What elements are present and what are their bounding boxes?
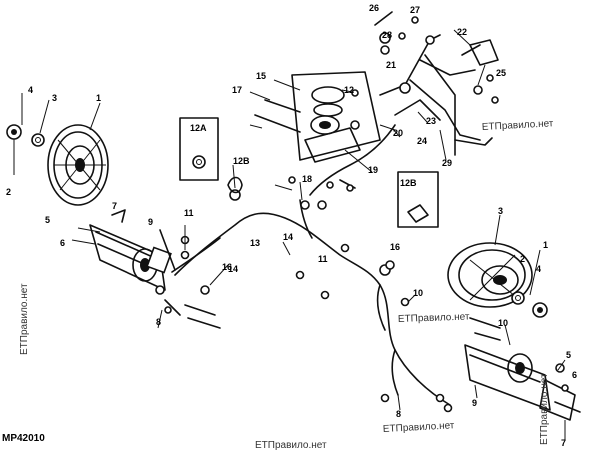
- callout: 9: [472, 398, 477, 408]
- watermark-bottom-left: ЕТПравило.нет: [255, 440, 327, 450]
- callout: 7: [112, 201, 117, 211]
- drawing-code: MP42010: [2, 433, 45, 444]
- callout: 5: [566, 350, 571, 360]
- callout: 6: [60, 238, 65, 248]
- callout: 2: [520, 254, 525, 264]
- right-brake-disc: [447, 242, 533, 308]
- leader-lines: [39, 29, 566, 440]
- callout: 4: [536, 264, 541, 274]
- callout: 13: [250, 238, 260, 248]
- left-wheel-cap: [6, 93, 23, 175]
- callout: 1: [543, 240, 548, 250]
- brake-pedal-linkage: [374, 11, 499, 156]
- left-bolts: [155, 285, 221, 329]
- callout: 9: [148, 217, 153, 227]
- callout: 17: [232, 85, 242, 95]
- callout: 3: [52, 93, 57, 103]
- callout: 24: [417, 136, 427, 146]
- callout: 19: [368, 165, 378, 175]
- clip-12b-right: [385, 260, 395, 270]
- callout: 1: [96, 93, 101, 103]
- callout: 12B: [233, 156, 250, 166]
- inset-12a-right: [397, 171, 439, 228]
- right-caliper-assembly: [464, 317, 581, 421]
- inset-12a-left: [179, 117, 219, 181]
- callout: 11: [184, 208, 194, 218]
- callout: 6: [572, 370, 577, 380]
- callout: 21: [386, 60, 396, 70]
- misc-hardware: [184, 124, 354, 256]
- callout: 7: [561, 438, 566, 448]
- callout: 16: [390, 242, 400, 252]
- brake-line-clamps: [180, 189, 453, 413]
- right-washer: [511, 291, 548, 318]
- callout: 27: [410, 5, 420, 15]
- callout: 10: [498, 318, 508, 328]
- callout: 16: [222, 262, 232, 272]
- callout: 12B: [400, 178, 417, 188]
- callout: 28: [382, 30, 392, 40]
- callout: 25: [496, 68, 506, 78]
- callout: 8: [396, 409, 401, 419]
- clip-12b-left: [227, 176, 243, 194]
- callout: 15: [256, 71, 266, 81]
- left-caliper-assembly: [71, 209, 172, 291]
- callout: 14: [283, 232, 293, 242]
- callout: 22: [457, 27, 467, 37]
- callout: 12A: [190, 123, 207, 133]
- watermark-bottom: ЕТПравило.нет: [383, 420, 456, 435]
- left-washer: [31, 133, 45, 147]
- callout: 5: [45, 215, 50, 225]
- callout: 3: [498, 206, 503, 216]
- callout: 4: [28, 85, 33, 95]
- callout: 14: [228, 264, 238, 274]
- brake-lines: [159, 124, 451, 406]
- callout: 26: [369, 3, 379, 13]
- callout: 2: [6, 187, 11, 197]
- callout: 10: [413, 288, 423, 298]
- left-brake-disc: [47, 124, 109, 206]
- callout: 29: [442, 158, 452, 168]
- watermark-center: ЕТПравило.нет: [398, 311, 470, 325]
- master-cylinder-box: [254, 71, 381, 189]
- callout: 11: [318, 254, 328, 264]
- callout: 12: [344, 85, 354, 95]
- callout: 20: [393, 128, 403, 138]
- callout: 23: [426, 116, 436, 126]
- watermark-top-right: ЕТПравило.нет: [482, 118, 555, 133]
- callout: 8: [156, 317, 161, 327]
- callout-labels: 1 2 3 4 5 6 7 8 9 10 11 12 13 14 15 16 1…: [6, 3, 577, 448]
- callout: 18: [302, 174, 312, 184]
- watermark-left-vertical: ЕТПравило.нет: [19, 283, 30, 355]
- watermark-right-vertical: ЕТПравило.нет: [539, 373, 550, 445]
